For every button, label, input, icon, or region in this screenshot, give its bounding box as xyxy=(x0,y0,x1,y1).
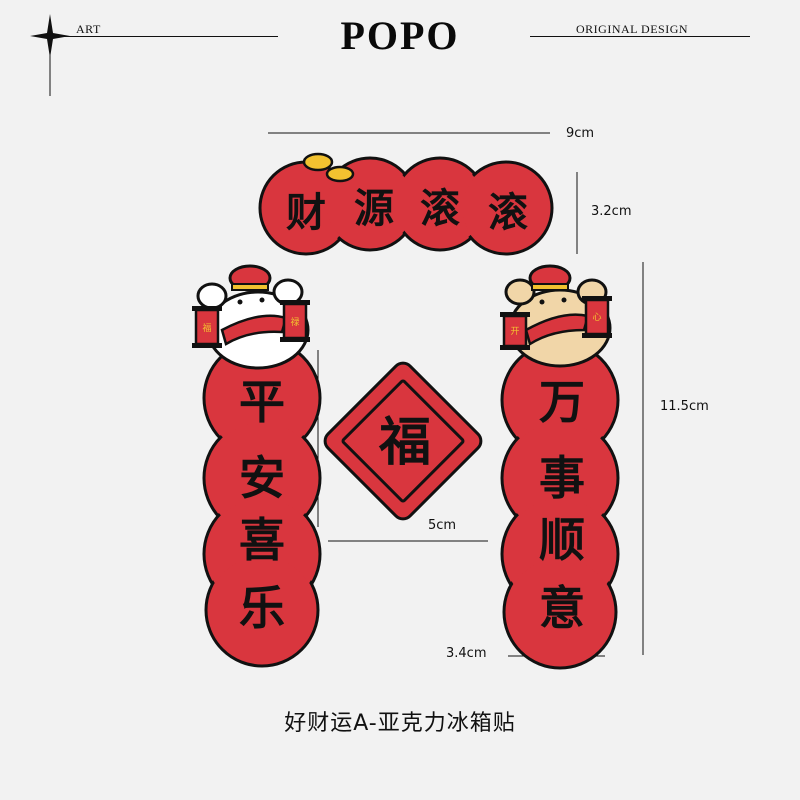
banner-char-3: 滚 xyxy=(420,186,460,232)
couplet-width-label: 3.4cm xyxy=(446,646,487,661)
right-scroll-text-1: 开 xyxy=(510,326,519,337)
right-char-2: 事 xyxy=(539,451,585,505)
fu-character: 福 xyxy=(378,413,431,473)
header-rule-right xyxy=(530,36,750,37)
right-char-4: 意 xyxy=(539,581,585,635)
left-char-3: 喜 xyxy=(239,513,285,567)
right-char-3: 顺 xyxy=(539,513,585,567)
left-couplet-plaque: 福 禄 平 安 喜 乐 xyxy=(192,264,322,668)
fu-diamond-plaque: 福 xyxy=(323,361,483,521)
right-scroll-text-2: 心 xyxy=(592,312,601,323)
header-right-label: ORIGINAL DESIGN xyxy=(576,22,689,36)
product-caption: 好财运A-亚克力冰箱贴 xyxy=(284,711,516,736)
banner-char-4: 滚 xyxy=(488,190,528,236)
brand-title: POPO xyxy=(340,13,460,58)
fu-size-label: 5cm xyxy=(428,518,457,533)
banner-width-label: 9cm xyxy=(566,126,595,141)
white-puppy-icon xyxy=(196,264,310,370)
header-left-label: ART xyxy=(76,22,101,36)
banner-plaque: 财 源 滚 滚 xyxy=(258,152,554,256)
left-char-1: 平 xyxy=(239,375,285,429)
banner-char-2: 源 xyxy=(354,186,394,232)
gold-ingot-icon xyxy=(302,152,355,183)
left-char-2: 安 xyxy=(239,451,285,505)
couplet-height-label: 11.5cm xyxy=(660,399,709,414)
banner-char-1: 财 xyxy=(286,190,326,236)
sparkle-icon xyxy=(30,14,70,96)
left-scroll-icon: 福 禄 xyxy=(192,300,310,348)
right-couplet-plaque: 开 心 万 事 顺 意 xyxy=(500,264,620,670)
left-char-4: 乐 xyxy=(239,581,285,635)
right-scroll-icon: 开 心 xyxy=(500,296,612,350)
banner-height-label: 3.2cm xyxy=(591,204,632,219)
left-scroll-text-2: 禄 xyxy=(290,316,299,328)
right-char-1: 万 xyxy=(539,375,585,429)
header-rule-left xyxy=(50,36,278,37)
left-scroll-text: 福 xyxy=(202,322,211,334)
